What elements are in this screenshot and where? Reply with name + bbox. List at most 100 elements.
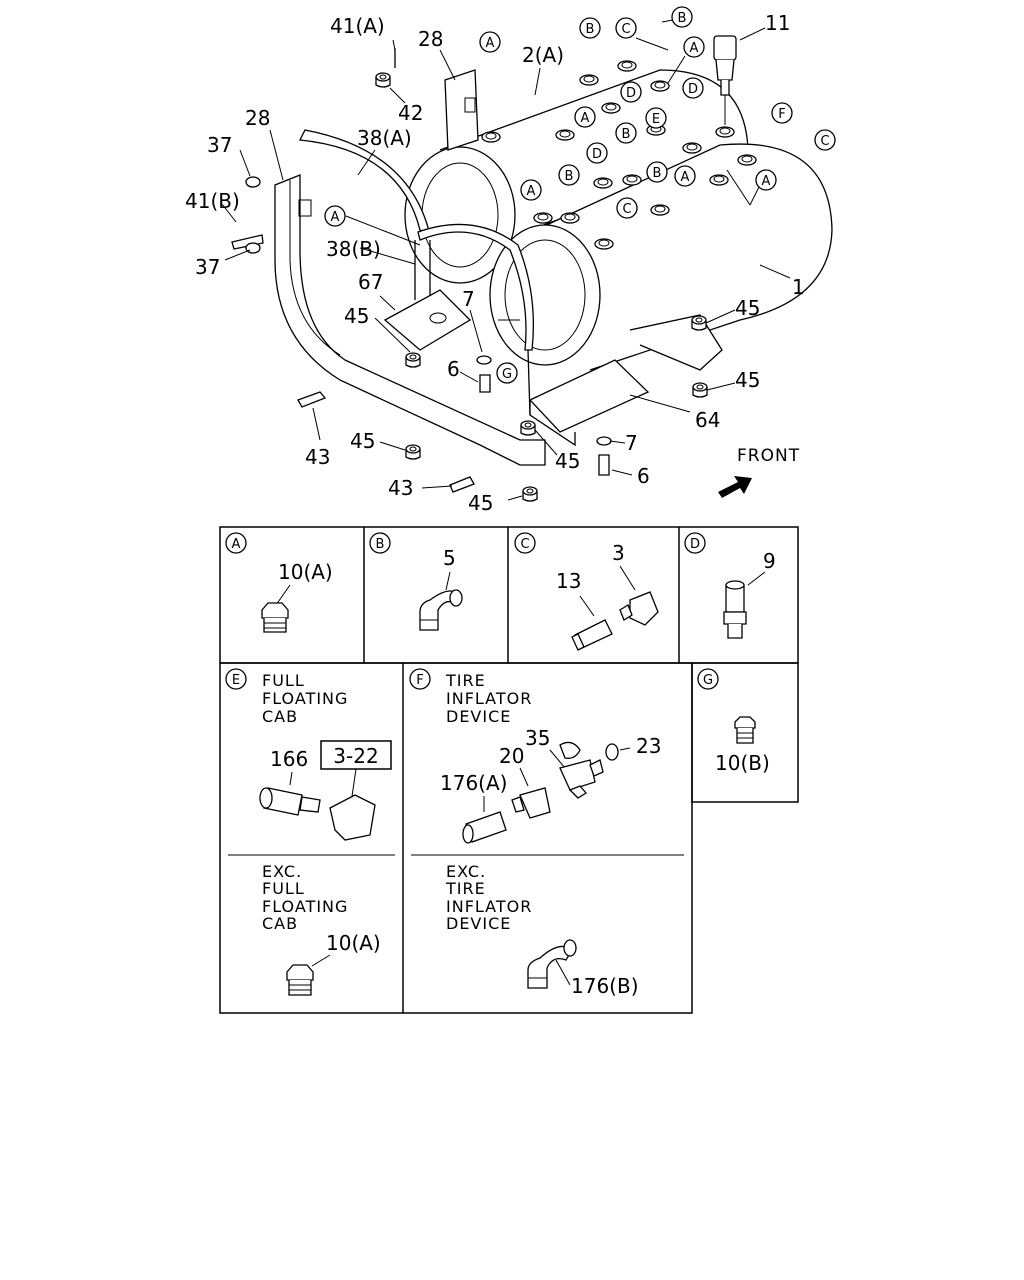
label-28-rear: 28 — [418, 27, 443, 51]
label-64: 64 — [695, 408, 720, 432]
callout-A-5: A — [755, 169, 777, 191]
tank-straps — [298, 129, 534, 416]
panel-E-exc-line1: EXC. — [262, 862, 302, 881]
callout-C-2: C — [814, 129, 836, 151]
frame-bracket-left — [274, 174, 546, 466]
safety-valve — [713, 35, 737, 125]
panel-E-note-line2: FLOATING — [262, 689, 348, 708]
panel-C-part-3: 3 — [612, 541, 625, 565]
label-67: 67 — [358, 270, 383, 294]
panel-G-key: G — [697, 668, 719, 690]
label-6-rear: 6 — [447, 357, 460, 381]
callout-C-1: C — [615, 17, 637, 39]
svg-text:B: B — [565, 169, 574, 184]
front-arrow-icon — [718, 476, 752, 498]
svg-text:B: B — [653, 166, 662, 181]
label-45-right: 45 — [735, 368, 760, 392]
panel-E-exc-line4: CAB — [262, 914, 298, 933]
detail-panels: A 10(A) B 5 C 13 3 — [219, 526, 799, 1014]
callout-A-3: A — [574, 106, 596, 128]
svg-text:A: A — [690, 41, 699, 56]
tank-assembly — [231, 35, 833, 502]
svg-text:D: D — [688, 82, 698, 97]
label-38A: 38(A) — [357, 126, 412, 150]
svg-text:G: G — [703, 673, 713, 688]
callout-D-2: D — [682, 77, 704, 99]
panel-A-part: 10(A) — [278, 560, 333, 584]
svg-text:A: A — [762, 174, 771, 189]
panel-B-key: B — [369, 532, 391, 554]
panel-E-part-166: 166 — [270, 747, 308, 771]
label-11: 11 — [765, 11, 790, 35]
svg-text:D: D — [592, 147, 602, 162]
label-7-rear: 7 — [462, 287, 475, 311]
panel-E-part-10A: 10(A) — [326, 931, 381, 955]
svg-text:D: D — [626, 86, 636, 101]
svg-text:D: D — [690, 537, 700, 552]
callout-A-1: A — [479, 31, 501, 53]
svg-text:B: B — [376, 537, 385, 552]
svg-text:F: F — [778, 107, 785, 122]
panel-G-part: 10(B) — [715, 751, 770, 775]
callout-D-3: D — [586, 142, 608, 164]
panel-C-key: C — [514, 532, 536, 554]
svg-text:B: B — [586, 22, 595, 37]
label-38B: 38(B) — [326, 237, 381, 261]
panel-F-exc-line4: DEVICE — [446, 914, 511, 933]
label-45-lowest: 45 — [468, 491, 493, 515]
panel-E-key: E — [225, 668, 247, 690]
callout-letters: A B C B A D D A E B F C D B B A A A C A … — [324, 6, 836, 384]
panel-F-exc-line1: EXC. — [446, 862, 486, 881]
label-45-center: 45 — [555, 449, 580, 473]
callout-A-2: A — [683, 36, 705, 58]
svg-text:A: A — [486, 36, 495, 51]
panel-A-key: A — [225, 532, 247, 554]
panel-E-exc-line3: FLOATING — [262, 897, 348, 916]
svg-text:A: A — [581, 111, 590, 126]
leader-lines — [221, 19, 791, 501]
label-43-left: 43 — [305, 445, 330, 469]
svg-text:E: E — [652, 112, 660, 127]
callout-B-1: B — [579, 17, 601, 39]
panel-F-part-176A: 176(A) — [440, 771, 507, 795]
panel-A: A 10(A) — [225, 532, 333, 633]
label-43-bottom: 43 — [388, 476, 413, 500]
callout-C-3: C — [616, 197, 638, 219]
label-42: 42 — [398, 101, 423, 125]
panel-B: B 5 — [369, 532, 463, 631]
panel-F-part-176B: 176(B) — [571, 974, 639, 998]
panel-E-note-line3: CAB — [262, 707, 298, 726]
svg-text:E: E — [232, 673, 240, 688]
callout-E-1: E — [645, 107, 667, 129]
panel-C-part-13: 13 — [556, 569, 581, 593]
label-41B: 41(B) — [185, 189, 240, 213]
svg-text:A: A — [331, 210, 340, 225]
panel-D-part: 9 — [763, 549, 776, 573]
label-41A: 41(A) — [330, 14, 385, 38]
panel-F-exc-line2: TIRE — [445, 879, 486, 898]
front-air-tank — [489, 143, 833, 371]
panel-F-key: F — [409, 668, 431, 690]
callout-B-4: B — [558, 164, 580, 186]
svg-text:G: G — [502, 367, 512, 382]
label-45-bottom: 45 — [350, 429, 375, 453]
svg-text:A: A — [681, 170, 690, 185]
panel-D: D 9 — [684, 532, 776, 639]
label-45-plate: 45 — [344, 304, 369, 328]
callout-D-1: D — [620, 81, 642, 103]
label-37-top: 37 — [207, 133, 232, 157]
panel-F-part-35: 35 — [525, 726, 550, 750]
svg-text:F: F — [416, 673, 423, 688]
svg-text:A: A — [527, 184, 536, 199]
front-label: FRONT — [737, 446, 800, 466]
panel-F-note-line1: TIRE — [445, 671, 486, 690]
panel-F-part-20: 20 — [499, 744, 524, 768]
panel-F: F TIRE INFLATOR DEVICE 35 23 20 176(A) E… — [409, 668, 661, 998]
callout-B-5: B — [646, 161, 668, 183]
panel-F-note-line3: DEVICE — [446, 707, 511, 726]
callout-A-6: A — [520, 179, 542, 201]
label-6-front: 6 — [637, 464, 650, 488]
panel-F-part-23: 23 — [636, 734, 661, 758]
svg-text:C: C — [820, 134, 829, 149]
